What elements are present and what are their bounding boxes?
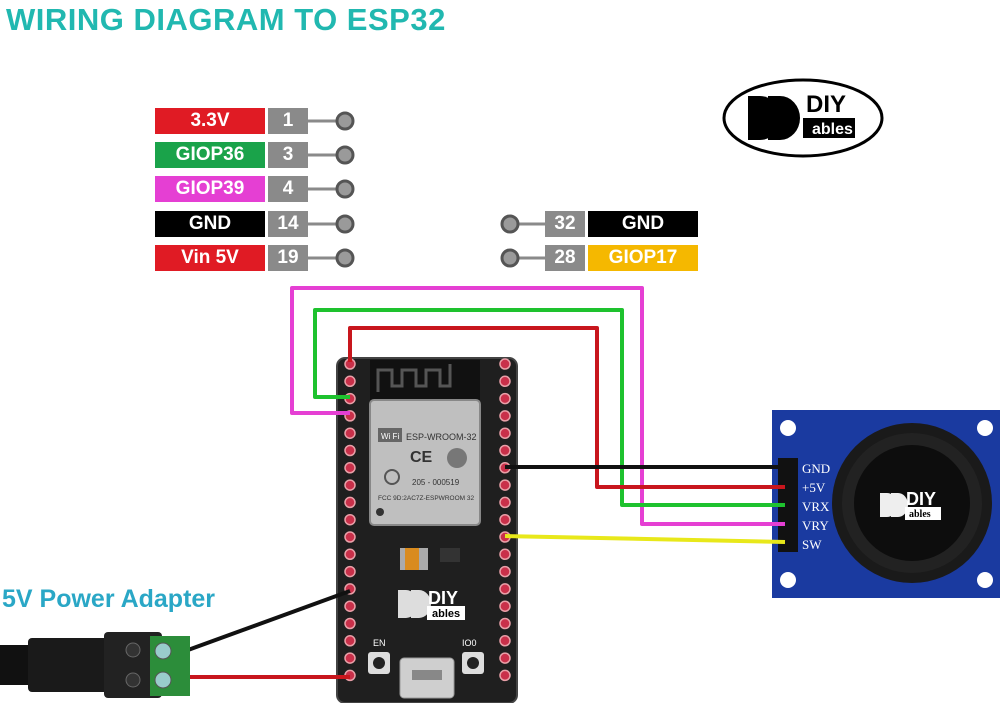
esp32-pin bbox=[344, 548, 356, 561]
wire-black-adapter bbox=[187, 589, 351, 652]
esp32-pin bbox=[344, 565, 356, 578]
diyables-logo: DIY ables bbox=[722, 78, 884, 158]
esp32-pin bbox=[344, 635, 356, 647]
diagram-title: WIRING DIAGRAM TO ESP32 bbox=[6, 2, 446, 37]
legend-num-4: 4 bbox=[268, 176, 308, 202]
esp32-pin bbox=[344, 652, 356, 664]
legend-label-gnd-right: GND bbox=[588, 211, 698, 237]
esp32-pin bbox=[499, 652, 511, 664]
joystick-pin-vry: VRY bbox=[802, 518, 829, 533]
esp32-pin bbox=[344, 531, 356, 543]
joystick-pin-5v: +5V bbox=[802, 480, 826, 495]
legend-label-vin5v: Vin 5V bbox=[155, 245, 265, 271]
legend-num-28: 28 bbox=[545, 245, 585, 271]
esp32-pin bbox=[499, 358, 511, 370]
esp32-pin bbox=[344, 427, 356, 439]
legend-label-gnd: GND bbox=[155, 211, 265, 237]
legend-num-32: 32 bbox=[545, 211, 585, 237]
wire-green bbox=[313, 308, 785, 507]
fcc-text: FCC 9D:2AC7Z-ESPWROOM 32 bbox=[378, 495, 474, 502]
esp32-pin bbox=[499, 375, 511, 388]
legend-num-1: 1 bbox=[268, 108, 308, 134]
legend-num-19: 19 bbox=[268, 245, 308, 271]
logo-text-bottom: ables bbox=[812, 121, 853, 138]
esp32-pin bbox=[499, 479, 511, 491]
logo-text-top: DIY bbox=[806, 91, 846, 118]
esp32-pin bbox=[344, 600, 356, 612]
wires bbox=[187, 286, 786, 679]
legend-connectors-right bbox=[500, 214, 545, 268]
esp32-pin bbox=[499, 392, 511, 405]
esp32-pin bbox=[499, 410, 511, 422]
wifi-logo: Wi Fi bbox=[381, 432, 399, 441]
esp32-pin bbox=[344, 479, 356, 491]
esp32-pin bbox=[344, 617, 356, 630]
en-label: EN bbox=[373, 638, 386, 648]
esp32-pin-headers bbox=[344, 358, 511, 682]
legend-label-giop39: GIOP39 bbox=[155, 176, 265, 202]
module-name: ESP-WROOM-32 bbox=[406, 432, 477, 442]
r-code: 205 - 000519 bbox=[412, 478, 460, 487]
wire-pink bbox=[290, 286, 785, 526]
joystick-logo-bottom: ables bbox=[909, 509, 931, 520]
esp32-pin bbox=[499, 565, 511, 578]
esp32-pin bbox=[499, 427, 511, 439]
esp32-pin bbox=[499, 583, 511, 595]
esp32-pin bbox=[344, 496, 356, 509]
legend-connectors-left bbox=[308, 111, 355, 268]
joystick-module: DIY ables GND +5V VRX VRY SW bbox=[772, 410, 1000, 598]
esp32-pin bbox=[499, 548, 511, 561]
esp32-pin bbox=[499, 600, 511, 612]
legend-num-3: 3 bbox=[268, 142, 308, 168]
esp32-pin bbox=[344, 462, 356, 474]
legend-label-giop17: GIOP17 bbox=[588, 245, 698, 271]
legend-label-giop36: GIOP36 bbox=[155, 142, 265, 168]
joystick-pin-gnd: GND bbox=[802, 461, 830, 476]
esp32-pin bbox=[344, 375, 356, 388]
joystick-pin-sw: SW bbox=[802, 537, 822, 552]
io0-label: IO0 bbox=[462, 638, 477, 648]
power-adapter bbox=[0, 632, 190, 698]
power-adapter-label: 5V Power Adapter bbox=[2, 585, 216, 613]
joystick-logo-top: DIY bbox=[906, 489, 936, 509]
wire-red-top bbox=[348, 326, 785, 489]
esp32-board: Wi Fi ESP-WROOM-32 CE 205 - 000519 FCC 9… bbox=[336, 357, 518, 703]
esp32-pin bbox=[499, 635, 511, 647]
legend-num-14: 14 bbox=[268, 211, 308, 237]
esp32-pin bbox=[499, 496, 511, 509]
esp32-pin bbox=[499, 617, 511, 630]
board-logo-bottom: ables bbox=[432, 608, 460, 620]
esp32-pin bbox=[499, 513, 511, 526]
wire-yellow bbox=[504, 534, 786, 544]
esp32-pin bbox=[344, 513, 356, 526]
esp32-pin bbox=[499, 444, 511, 457]
legend-label-3v3: 3.3V bbox=[155, 108, 265, 134]
board-logo-top: DIY bbox=[428, 588, 458, 608]
esp32-pin bbox=[344, 444, 356, 457]
esp32-pin bbox=[499, 669, 511, 682]
ce-mark: CE bbox=[410, 449, 433, 466]
joystick-pin-vrx: VRX bbox=[802, 499, 830, 514]
